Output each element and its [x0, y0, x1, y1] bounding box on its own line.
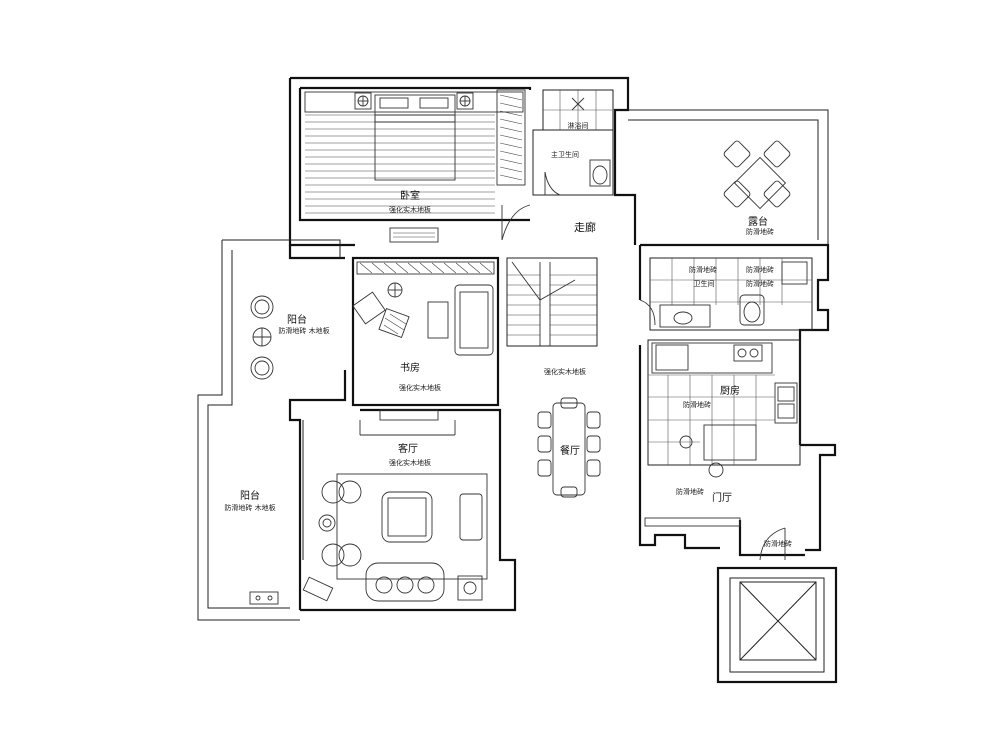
- floor-guest-bath-2: 防滑地砖: [746, 279, 774, 288]
- label-master-bath: 主卫生间: [551, 150, 579, 159]
- room-labels: 卧室 强化实木地板 淋浴间 主卫生间 走廊 露台 防滑地砖 书房 强化实木地板 …: [224, 121, 792, 548]
- label-kitchen: 厨房: [720, 384, 740, 397]
- label-master-bedroom: 卧室: [400, 189, 420, 202]
- living-room: [302, 409, 488, 602]
- floor-guest-bath-left: 防滑地砖: [689, 265, 717, 274]
- label-study: 书房: [400, 361, 420, 374]
- elevator: [739, 581, 817, 661]
- label-shower: 淋浴间: [568, 121, 589, 130]
- label-guest-bath: 卫生间: [694, 279, 715, 288]
- floor-living: 强化实木地板: [389, 458, 431, 467]
- floor-balcony-top: 防滑地砖 木地板: [278, 326, 329, 335]
- label-balcony-bottom: 阳台: [240, 489, 260, 502]
- master-bath: [532, 89, 614, 196]
- foyer: [644, 517, 786, 561]
- dining: [537, 397, 601, 498]
- label-balcony-top: 阳台: [287, 313, 307, 326]
- floor-kitchen: 防滑地砖: [683, 400, 711, 409]
- floor-guest-bath-right: 防滑地砖: [746, 265, 774, 274]
- label-dining: 餐厅: [560, 444, 580, 457]
- label-terrace: 露台: [748, 215, 768, 228]
- label-corridor: 走廊: [574, 220, 596, 234]
- floor-entry: 防滑地砖: [764, 539, 792, 548]
- floor-foyer: 防滑地砖: [676, 487, 704, 496]
- balcony-furniture: [249, 295, 279, 605]
- kitchen: [647, 339, 801, 478]
- floor-stair-hall: 强化实木地板: [544, 367, 586, 376]
- staircase: [506, 257, 598, 347]
- master-bedroom: [304, 89, 531, 243]
- guest-bath: [639, 257, 813, 331]
- outer-walls: [197, 76, 838, 684]
- label-living: 客厅: [398, 442, 418, 455]
- floor-master-bedroom: 强化实木地板: [389, 205, 431, 214]
- floor-terrace: 防滑地砖: [746, 227, 774, 236]
- study: [351, 256, 500, 407]
- terrace-furniture: [723, 140, 791, 210]
- floor-balcony-bottom: 防滑地砖 木地板: [224, 503, 275, 512]
- label-foyer: 门厅: [712, 491, 732, 504]
- floor-study: 强化实木地板: [399, 383, 441, 392]
